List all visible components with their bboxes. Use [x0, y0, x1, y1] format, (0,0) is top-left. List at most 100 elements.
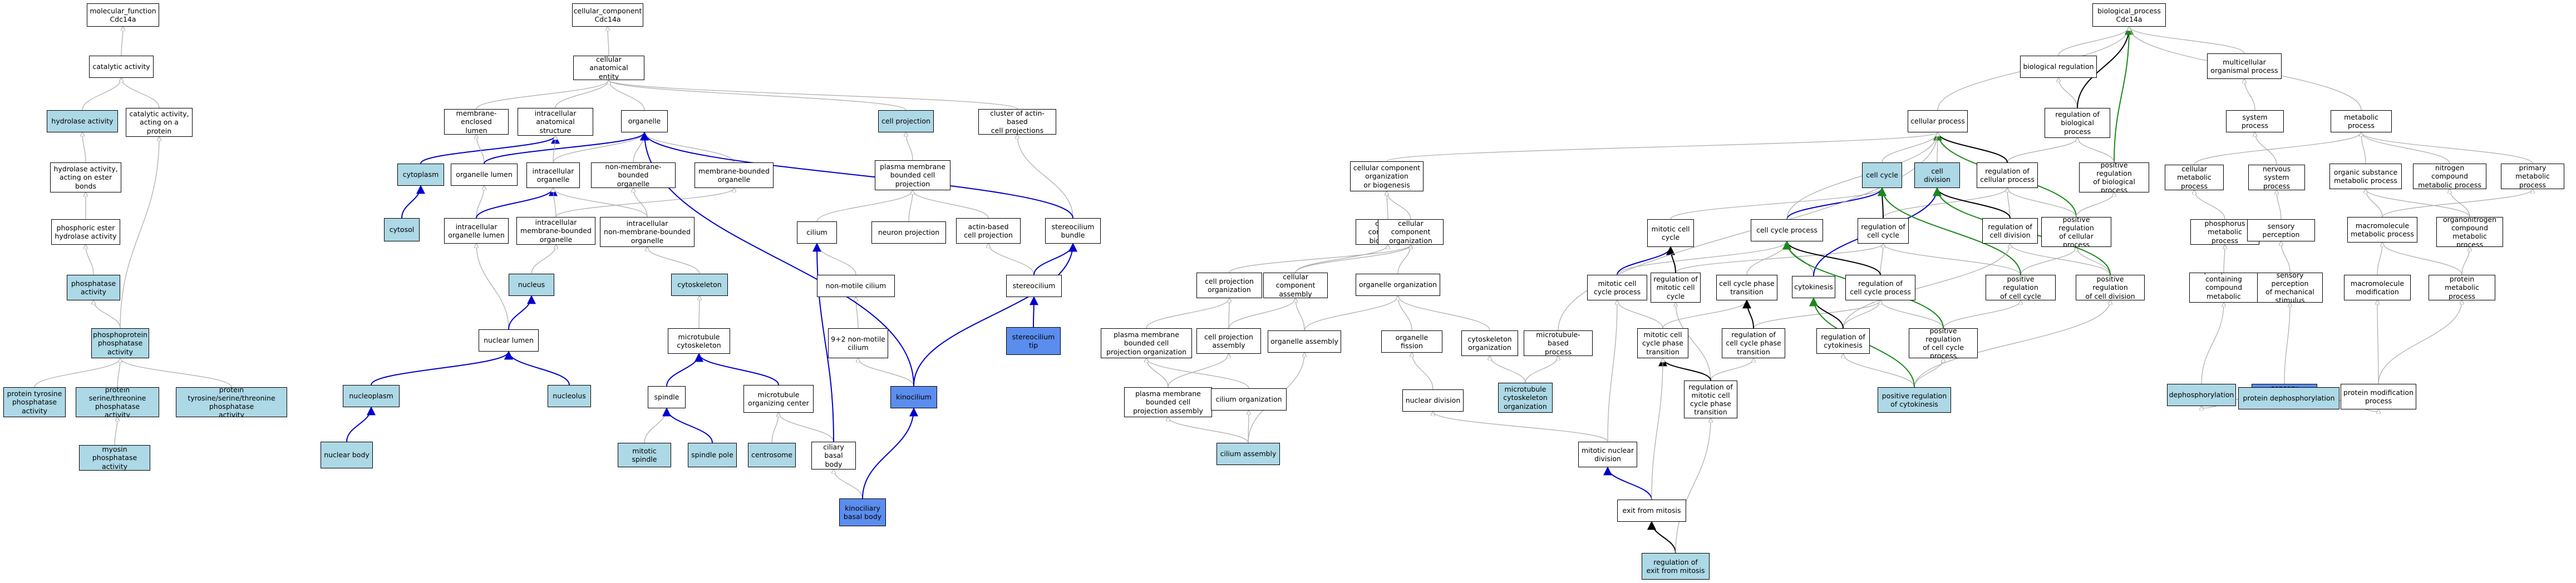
- term-node-mitotic-nd[interactable]: mitotic nuclear division: [1578, 442, 1637, 467]
- term-node-reg-bp[interactable]: regulation of biological process: [2045, 108, 2110, 138]
- term-node-mb[interactable]: membrane-bounded organelle: [695, 162, 774, 188]
- term-node-centrosome[interactable]: centrosome: [748, 443, 796, 467]
- term-node-cc-assembly[interactable]: cellular component assembly: [1263, 273, 1328, 298]
- term-node-cytokinesis[interactable]: cytokinesis: [1792, 276, 1835, 298]
- term-node-intra-anat[interactable]: intracellular anatomical structure: [518, 108, 593, 136]
- term-node-cellular-process[interactable]: cellular process: [1908, 110, 1968, 132]
- term-node-pos-reg-cc[interactable]: positive regulation of cell cycle: [1986, 275, 2056, 300]
- term-node-intra-nmb[interactable]: intracellular non-membrane-bounded organ…: [600, 217, 695, 247]
- term-node-stereocilium[interactable]: stereocilium: [1006, 275, 1062, 297]
- term-node-reg-exit[interactable]: regulation of exit from mitosis: [1642, 553, 1710, 580]
- term-node-spindle[interactable]: spindle: [648, 386, 686, 408]
- term-node-cluster-actin[interactable]: cluster of actin-based cell projections: [978, 109, 1056, 135]
- term-node-mtoc[interactable]: microtubule organizing center: [743, 385, 814, 413]
- term-node-ptp[interactable]: protein tyrosine phosphatase activity: [3, 387, 66, 417]
- term-node-system-process[interactable]: system process: [2226, 110, 2284, 132]
- term-node-reg-cd[interactable]: regulation of cell division: [1982, 218, 2038, 244]
- term-node-mccpt[interactable]: mitotic cell cycle phase transition: [1637, 328, 1688, 358]
- term-node-cell-proj[interactable]: cell projection: [878, 110, 934, 132]
- term-node-multicell[interactable]: multicellular organismal process: [2207, 53, 2282, 79]
- term-node-organonitrogen[interactable]: organonitrogen compound metabolic proces…: [2436, 217, 2503, 247]
- term-node-cp-org[interactable]: cell projection organization: [1196, 273, 1262, 298]
- term-node-intra-org[interactable]: intracellular organelle: [526, 162, 580, 188]
- term-node-nuc-div[interactable]: nuclear division: [1402, 389, 1464, 412]
- term-node-pmbcp[interactable]: plasma membrane bounded cell projection: [875, 160, 950, 190]
- term-node-nucleus[interactable]: nucleus: [509, 274, 554, 296]
- term-node-mt-cyto[interactable]: microtubule cytoskeleton: [668, 328, 730, 354]
- term-node-pos-reg-bp[interactable]: positive regulation of biological proces…: [2079, 162, 2149, 192]
- term-node-cytoskeleton[interactable]: cytoskeleton: [671, 274, 728, 296]
- term-node-myosin[interactable]: myosin phosphatase activity: [79, 445, 150, 471]
- term-node-pos-reg-cp[interactable]: positive regulation of cellular process: [2041, 217, 2111, 247]
- term-node-stereo-bundle[interactable]: stereocilium bundle: [1045, 218, 1101, 244]
- term-node-mt-cyto-org[interactable]: microtubule cytoskeleton organization: [1498, 383, 1553, 413]
- term-node-kinocilium[interactable]: kinocilium: [890, 386, 937, 408]
- term-node-mitotic-spindle[interactable]: mitotic spindle: [618, 443, 671, 467]
- term-node-metabolic[interactable]: metabolic process: [2331, 110, 2392, 132]
- term-node-cat-protein[interactable]: catalytic activity, acting on a protein: [126, 108, 193, 137]
- term-node-cilium-org[interactable]: cilium organization: [1211, 388, 1287, 411]
- term-node-nonmotile-92[interactable]: 9+2 non-motile cilium: [828, 328, 888, 358]
- term-node-ppp[interactable]: phosphoprotein phosphatase activity: [91, 328, 149, 358]
- term-node-exit-mitosis[interactable]: exit from mitosis: [1617, 500, 1686, 522]
- term-node-hydrolase[interactable]: hydrolase activity: [47, 110, 118, 132]
- term-node-spindle-pole[interactable]: spindle pole: [688, 443, 737, 467]
- term-node-phosphatase[interactable]: phosphatase activity: [67, 275, 120, 300]
- term-node-macromol-metab[interactable]: macromolecule metabolic process: [2347, 217, 2417, 243]
- term-node-phosphate-cmp[interactable]: phosphate-containing compound metabolic …: [2189, 273, 2258, 303]
- term-node-memb-lumen[interactable]: membrane-enclosed lumen: [444, 109, 509, 135]
- term-node-dephos[interactable]: dephosphorylation: [2167, 384, 2236, 406]
- term-node-cilium[interactable]: cilium: [797, 221, 837, 244]
- term-node-ciliary-bb[interactable]: ciliary basal body: [811, 442, 856, 470]
- term-node-reg-mccpt[interactable]: regulation of mitotic cell cycle phase t…: [1684, 381, 1737, 418]
- term-node-cell-division[interactable]: cell division: [1914, 162, 1960, 188]
- term-node-nonmotile[interactable]: non-motile cilium: [817, 275, 895, 297]
- term-node-ccob[interactable]: cellular component organization or bioge…: [1350, 161, 1424, 191]
- term-node-cc[interactable]: cellular_component Cdc14a: [572, 3, 643, 27]
- term-node-reg-cp[interactable]: regulation of cellular process: [1977, 162, 2038, 188]
- term-node-mitotic-cc[interactable]: mitotic cell cycle: [1647, 219, 1694, 247]
- term-node-org-fission[interactable]: organelle fission: [1381, 330, 1442, 353]
- term-node-pst[interactable]: protein serine/threonine phosphatase act…: [76, 387, 159, 417]
- term-node-sensory-perc[interactable]: sensory perception: [2247, 219, 2315, 241]
- term-node-cytoskel-org[interactable]: cytoskeleton organization: [1461, 330, 1518, 356]
- term-node-reg-ccp[interactable]: regulation of cell cycle process: [1845, 275, 1915, 300]
- term-node-pmbcp-assembly[interactable]: plasma membrane bounded cell projection …: [1124, 387, 1212, 417]
- term-node-bp[interactable]: biological_process Cdc14a: [2092, 3, 2166, 27]
- term-node-kino-bb[interactable]: kinociliary basal body: [839, 498, 886, 526]
- term-node-protein-metab[interactable]: protein metabolic process: [2429, 275, 2495, 300]
- term-node-bio-reg[interactable]: biological regulation: [2020, 56, 2097, 78]
- term-node-phos-ester[interactable]: phosphoric ester hydrolase activity: [51, 219, 120, 245]
- term-node-nuc-lumen[interactable]: nuclear lumen: [479, 329, 539, 352]
- term-node-reg-mcc[interactable]: regulation of mitotic cell cycle: [1651, 273, 1701, 303]
- term-node-reg-cc[interactable]: regulation of cell cycle: [1858, 218, 1909, 244]
- term-node-mf[interactable]: molecular_function Cdc14a: [87, 3, 159, 27]
- term-node-ccp[interactable]: cell cycle process: [1751, 219, 1823, 241]
- term-node-reg-ccpt[interactable]: regulation of cell cycle phase transitio…: [1722, 328, 1785, 358]
- term-node-non-mb[interactable]: non-membrane-bounded organelle: [591, 162, 676, 188]
- term-node-cell-cycle[interactable]: cell cycle: [1862, 162, 1902, 188]
- term-node-ccpt[interactable]: cell cycle phase transition: [1716, 275, 1777, 300]
- term-node-cell-metab[interactable]: cellular metabolic process: [2165, 165, 2224, 190]
- term-node-macromol-mod[interactable]: macromolecule modification: [2344, 275, 2411, 300]
- term-node-org-org[interactable]: organelle organization: [1356, 274, 1440, 296]
- term-node-org-subst[interactable]: organic substance metabolic process: [2329, 164, 2402, 189]
- term-node-nucleoplasm[interactable]: nucleoplasm: [343, 385, 400, 407]
- term-node-organelle[interactable]: organelle: [621, 110, 668, 132]
- term-node-protein-mod[interactable]: protein modification process: [2341, 384, 2416, 409]
- term-node-org-assembly[interactable]: organelle assembly: [1268, 330, 1341, 353]
- term-node-actin-cp[interactable]: actin-based cell projection: [956, 218, 1021, 244]
- term-node-primary-metab[interactable]: primary metabolic process: [2501, 164, 2564, 189]
- term-node-pmbcp-org[interactable]: plasma membrane bounded cell projection …: [1101, 328, 1192, 358]
- term-node-reg-cytok[interactable]: regulation of cytokinesis: [1816, 328, 1870, 354]
- term-node-cp-assembly[interactable]: cell projection assembly: [1196, 328, 1261, 354]
- term-node-intra-org-lumen[interactable]: intracellular organelle lumen: [444, 218, 509, 244]
- term-node-pyst[interactable]: protein tyrosine/serine/threonine phosph…: [176, 387, 287, 417]
- term-node-nitrogen[interactable]: nitrogen compound metabolic process: [2413, 164, 2486, 189]
- term-node-intra-mb[interactable]: intracellular membrane-bounded organelle: [516, 217, 595, 245]
- term-node-pos-reg-cd[interactable]: positive regulation of cell division: [2076, 275, 2145, 300]
- term-node-protein-dephos[interactable]: protein dephosphorylation: [2238, 387, 2339, 409]
- term-node-cae[interactable]: cellular anatomical entity: [573, 56, 644, 80]
- term-node-cytoplasm[interactable]: cytoplasm: [397, 164, 444, 186]
- term-node-nervous[interactable]: nervous system process: [2248, 165, 2305, 190]
